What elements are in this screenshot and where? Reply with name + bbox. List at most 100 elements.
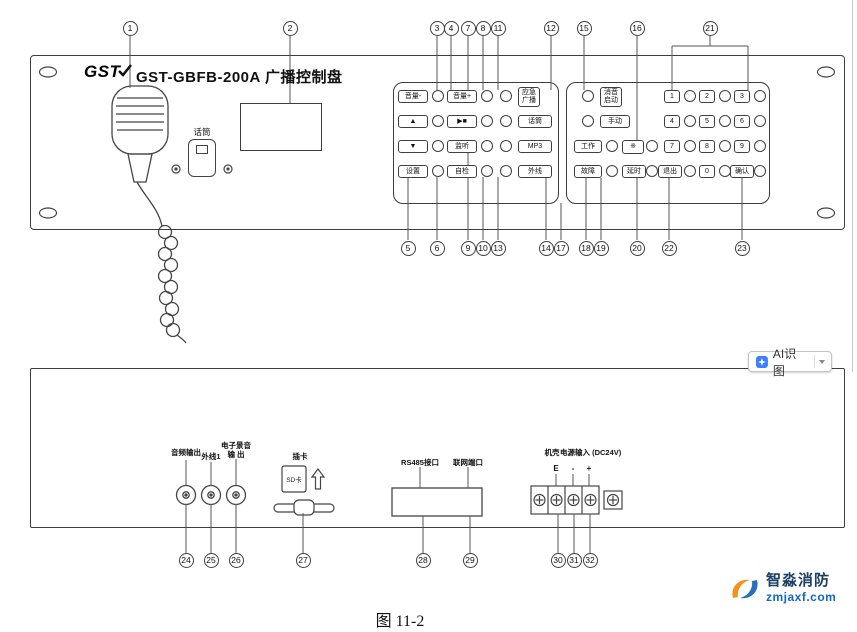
panel-title: GST-GBFB-200A 广播控制盘 [136, 69, 343, 86]
mic-label: 话筒 [193, 127, 211, 137]
key-button-circle [582, 90, 594, 102]
key-confirm-label: 确认 [730, 165, 754, 178]
divider [814, 355, 816, 368]
callout-21: 21 [702, 20, 718, 36]
callout-29: 29 [462, 552, 478, 568]
network-port-label: 联网端口 [453, 458, 483, 467]
callout-17: 17 [553, 240, 569, 256]
key-button-circle [719, 165, 731, 177]
callout-4: 4 [443, 20, 459, 36]
button-cluster-right [566, 82, 770, 204]
key-vol_minus-label: 音量- [398, 90, 428, 103]
key-button-circle [719, 90, 731, 102]
key-n3-label: 3 [734, 90, 750, 103]
key-mp3-label: MP3 [518, 140, 552, 153]
key-button-circle [606, 165, 618, 177]
holder-screws [171, 164, 233, 174]
key-button-circle [646, 165, 658, 177]
callout-7: 7 [460, 20, 476, 36]
rs485-label: RS485接口 [401, 458, 439, 467]
key-button-circle [719, 140, 731, 152]
key-button-circle [754, 140, 766, 152]
figure-caption: 图 11-2 [375, 613, 425, 630]
key-button-circle [500, 90, 512, 102]
button-cluster-left [393, 82, 559, 204]
key-n9-label: 9 [734, 140, 750, 153]
callout-25: 25 [203, 552, 219, 568]
ai-recognize-button[interactable]: AI识图 [748, 347, 832, 378]
key-button-circle [606, 140, 618, 152]
terminal-plus-label: + [586, 464, 592, 473]
gst-logo-check-icon [118, 64, 133, 77]
key-button-circle [481, 90, 493, 102]
callout-10: 10 [475, 240, 491, 256]
key-exit-label: 退出 [658, 165, 682, 178]
callout-5: 5 [400, 240, 416, 256]
callout-16: 16 [629, 20, 645, 36]
mic-holder-clip [196, 145, 208, 154]
chevron-down-icon[interactable] [819, 359, 826, 364]
key-button-circle [500, 140, 512, 152]
key-n2-label: 2 [699, 90, 715, 103]
ai-recognize-icon [755, 355, 768, 368]
key-n7-label: 7 [664, 140, 680, 153]
rear-connectors [175, 484, 247, 506]
callout-32: 32 [582, 552, 598, 568]
key-n5-label: 5 [699, 115, 715, 128]
key-button-circle [754, 165, 766, 177]
power-input-label: 电源输入 (DC24V) [560, 448, 622, 457]
callout-28: 28 [415, 552, 431, 568]
callout-31: 31 [566, 552, 582, 568]
watermark-site: zmjaxf.com [766, 589, 837, 604]
callout-3: 3 [429, 20, 445, 36]
key-up-label: ▲ [398, 115, 428, 128]
key-mic-label: 话筒 [518, 115, 552, 128]
callout-24: 24 [178, 552, 194, 568]
callout-11: 11 [490, 20, 506, 36]
key-monitor-label: 监听 [447, 140, 477, 153]
callout-13: 13 [490, 240, 506, 256]
callout-18: 18 [578, 240, 594, 256]
key-n6-label: 6 [734, 115, 750, 128]
callout-15: 15 [576, 20, 592, 36]
callout-2: 2 [282, 20, 298, 36]
key-button-circle [754, 115, 766, 127]
key-n4-label: 4 [664, 115, 680, 128]
mounting-holes [38, 66, 836, 219]
rs485-network-port [391, 487, 483, 517]
card-slot-label: 插卡 [292, 452, 308, 461]
insert-arrow-icon [310, 468, 326, 490]
callout-14: 14 [538, 240, 554, 256]
key-button-circle [432, 115, 444, 127]
sd-card-label: SD卡 [286, 475, 302, 484]
key-fault-label: 故障 [574, 165, 602, 178]
key-play_stop-label: ▶■ [447, 115, 477, 128]
watermark-brand: 智淼消防 [766, 572, 831, 589]
key-emergency-label: 应急广播 [518, 87, 540, 107]
key-button-circle [684, 165, 696, 177]
callout-20: 20 [629, 240, 645, 256]
callout-6: 6 [429, 240, 445, 256]
bg-audio-output-label-line1: 电子景音 [221, 441, 251, 450]
key-button-circle [582, 115, 594, 127]
key-setup-label: 设置 [398, 165, 428, 178]
key-manual-label: 手动 [600, 115, 630, 128]
key-button-circle [500, 115, 512, 127]
key-working-label: 工作 [574, 140, 602, 153]
chassis-label: 机壳 [544, 448, 560, 457]
terminal-e-label: E [553, 464, 559, 473]
ai-recognize-label: AI识图 [772, 346, 797, 378]
key-n1-label: 1 [664, 90, 680, 103]
zhimiao-logo-icon [732, 579, 758, 599]
key-button-circle [500, 165, 512, 177]
callout-8: 8 [475, 20, 491, 36]
key-button-circle [646, 140, 658, 152]
callout-19: 19 [593, 240, 609, 256]
callout-12: 12 [543, 20, 559, 36]
power-terminal-block [530, 485, 623, 515]
callout-9: 9 [460, 240, 476, 256]
watermark: 智淼消防 zmjaxf.com [728, 572, 837, 605]
key-button-circle [432, 90, 444, 102]
